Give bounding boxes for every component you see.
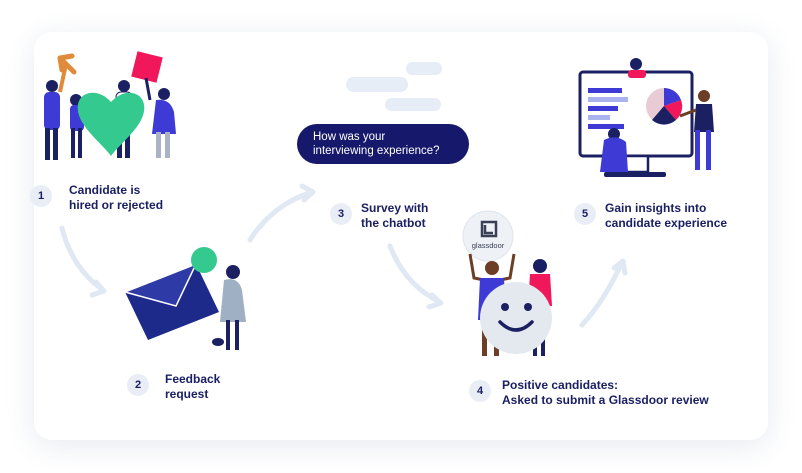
flow-arrows (59, 183, 628, 328)
glassdoor-review-illustration: glassdoor (462, 210, 552, 356)
step-1-number: 1 (30, 185, 52, 207)
bubble-line-2: interviewing experience? (313, 145, 440, 157)
arrow-2-3 (247, 189, 315, 243)
bubble-line-1: How was your (313, 131, 386, 143)
arrow-4-5 (579, 259, 625, 328)
glassdoor-g-icon (480, 220, 498, 238)
step-3-line-1: Survey with (361, 201, 429, 215)
step-3: 3 Survey with the chatbot (330, 201, 428, 231)
step-4-line-2: Asked to submit a Glassdoor review (502, 393, 709, 407)
step-2-line-1: Feedback (165, 372, 221, 386)
step-1-line-2: hired or rejected (69, 198, 164, 212)
cloud-shapes (346, 62, 442, 111)
analytics-monitor-illustration (578, 58, 714, 177)
step-3-number: 3 (330, 203, 352, 225)
step-5-label: Gain insights into candidate experience (605, 201, 727, 231)
step-4-label: Positive candidates: Asked to submit a G… (502, 378, 709, 408)
svg-text:glassdoor: glassdoor (472, 241, 505, 250)
step-2: 2 Feedback request (127, 372, 220, 402)
step-5: 5 Gain insights into candidate experienc… (574, 201, 727, 231)
step-2-line-2: request (165, 387, 209, 401)
step-1-line-1: Candidate is (69, 183, 141, 197)
step-5-line-1: Gain insights into (605, 201, 707, 215)
step-1-label: Candidate is hired or rejected (69, 183, 163, 213)
step-5-number: 5 (574, 203, 596, 225)
step-4-number: 4 (469, 380, 491, 402)
step-4: 4 Positive candidates: Asked to submit a… (469, 378, 709, 408)
step-1: 1 Candidate is hired or rejected (30, 183, 163, 213)
step-5-line-2: candidate experience (605, 216, 728, 230)
step-2-number: 2 (127, 374, 149, 396)
step-4-line-1: Positive candidates: (502, 378, 619, 392)
chatbot-question-bubble: How was your interviewing experience? (297, 124, 469, 164)
step-3-label: Survey with the chatbot (361, 201, 428, 231)
people-heart-illustration (44, 51, 176, 160)
envelope-illustration (122, 247, 246, 350)
step-2-label: Feedback request (165, 372, 220, 402)
step-3-line-2: the chatbot (361, 216, 426, 230)
